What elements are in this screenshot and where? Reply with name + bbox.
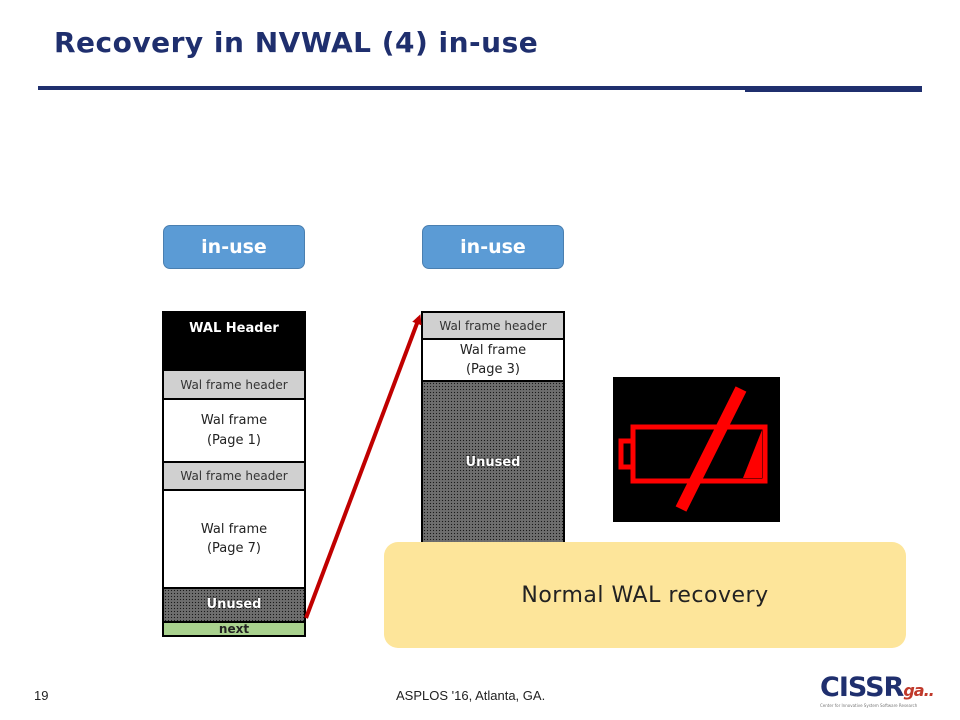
wal-frame-page-7: Wal frame (Page 7) <box>164 491 304 589</box>
conference-label: ASPLOS '16, Atlanta, GA. <box>396 688 546 703</box>
wal-frame-header-1: Wal frame header <box>164 371 304 400</box>
logo-subtitle: Center for Innovative System Software Re… <box>820 703 918 708</box>
logo-accent: ga.. <box>903 681 934 700</box>
cissr-logo: CISSRga.. Center for Innovative System S… <box>820 672 935 716</box>
logo-text: CISSR <box>820 672 904 703</box>
normal-wal-recovery-callout: Normal WAL recovery <box>384 542 906 648</box>
page-number: 19 <box>34 688 49 703</box>
wal-frame-page-1: Wal frame (Page 1) <box>164 400 304 463</box>
title-divider-accent <box>745 90 922 92</box>
wal-frame-page-7-label: Wal frame (Page 7) <box>200 521 268 557</box>
slide-title: Recovery in NVWAL (4) in-use <box>54 26 539 59</box>
wal-frame-page-1-label: Wal frame (Page 1) <box>200 413 268 448</box>
battery-disabled-icon <box>613 377 780 522</box>
next-pointer: next <box>164 623 304 635</box>
wal-frame-header-2: Wal frame header <box>164 463 304 491</box>
wal-column-right: Wal frame header Wal frame (Page 3) Unus… <box>421 311 565 545</box>
wal-header: WAL Header <box>164 313 304 371</box>
title-divider <box>38 86 922 90</box>
in-use-badge-left: in-use <box>163 225 305 269</box>
unused-region-right: Unused <box>423 382 563 543</box>
in-use-badge-right: in-use <box>422 225 564 269</box>
wal-frame-page-3-label: Wal frame (Page 3) <box>459 342 527 378</box>
unused-region-left: Unused <box>164 589 304 623</box>
wal-frame-page-3: Wal frame (Page 3) <box>423 340 563 382</box>
wal-frame-header-right: Wal frame header <box>423 313 563 340</box>
wal-column-left: WAL Header Wal frame header Wal frame (P… <box>162 311 306 637</box>
